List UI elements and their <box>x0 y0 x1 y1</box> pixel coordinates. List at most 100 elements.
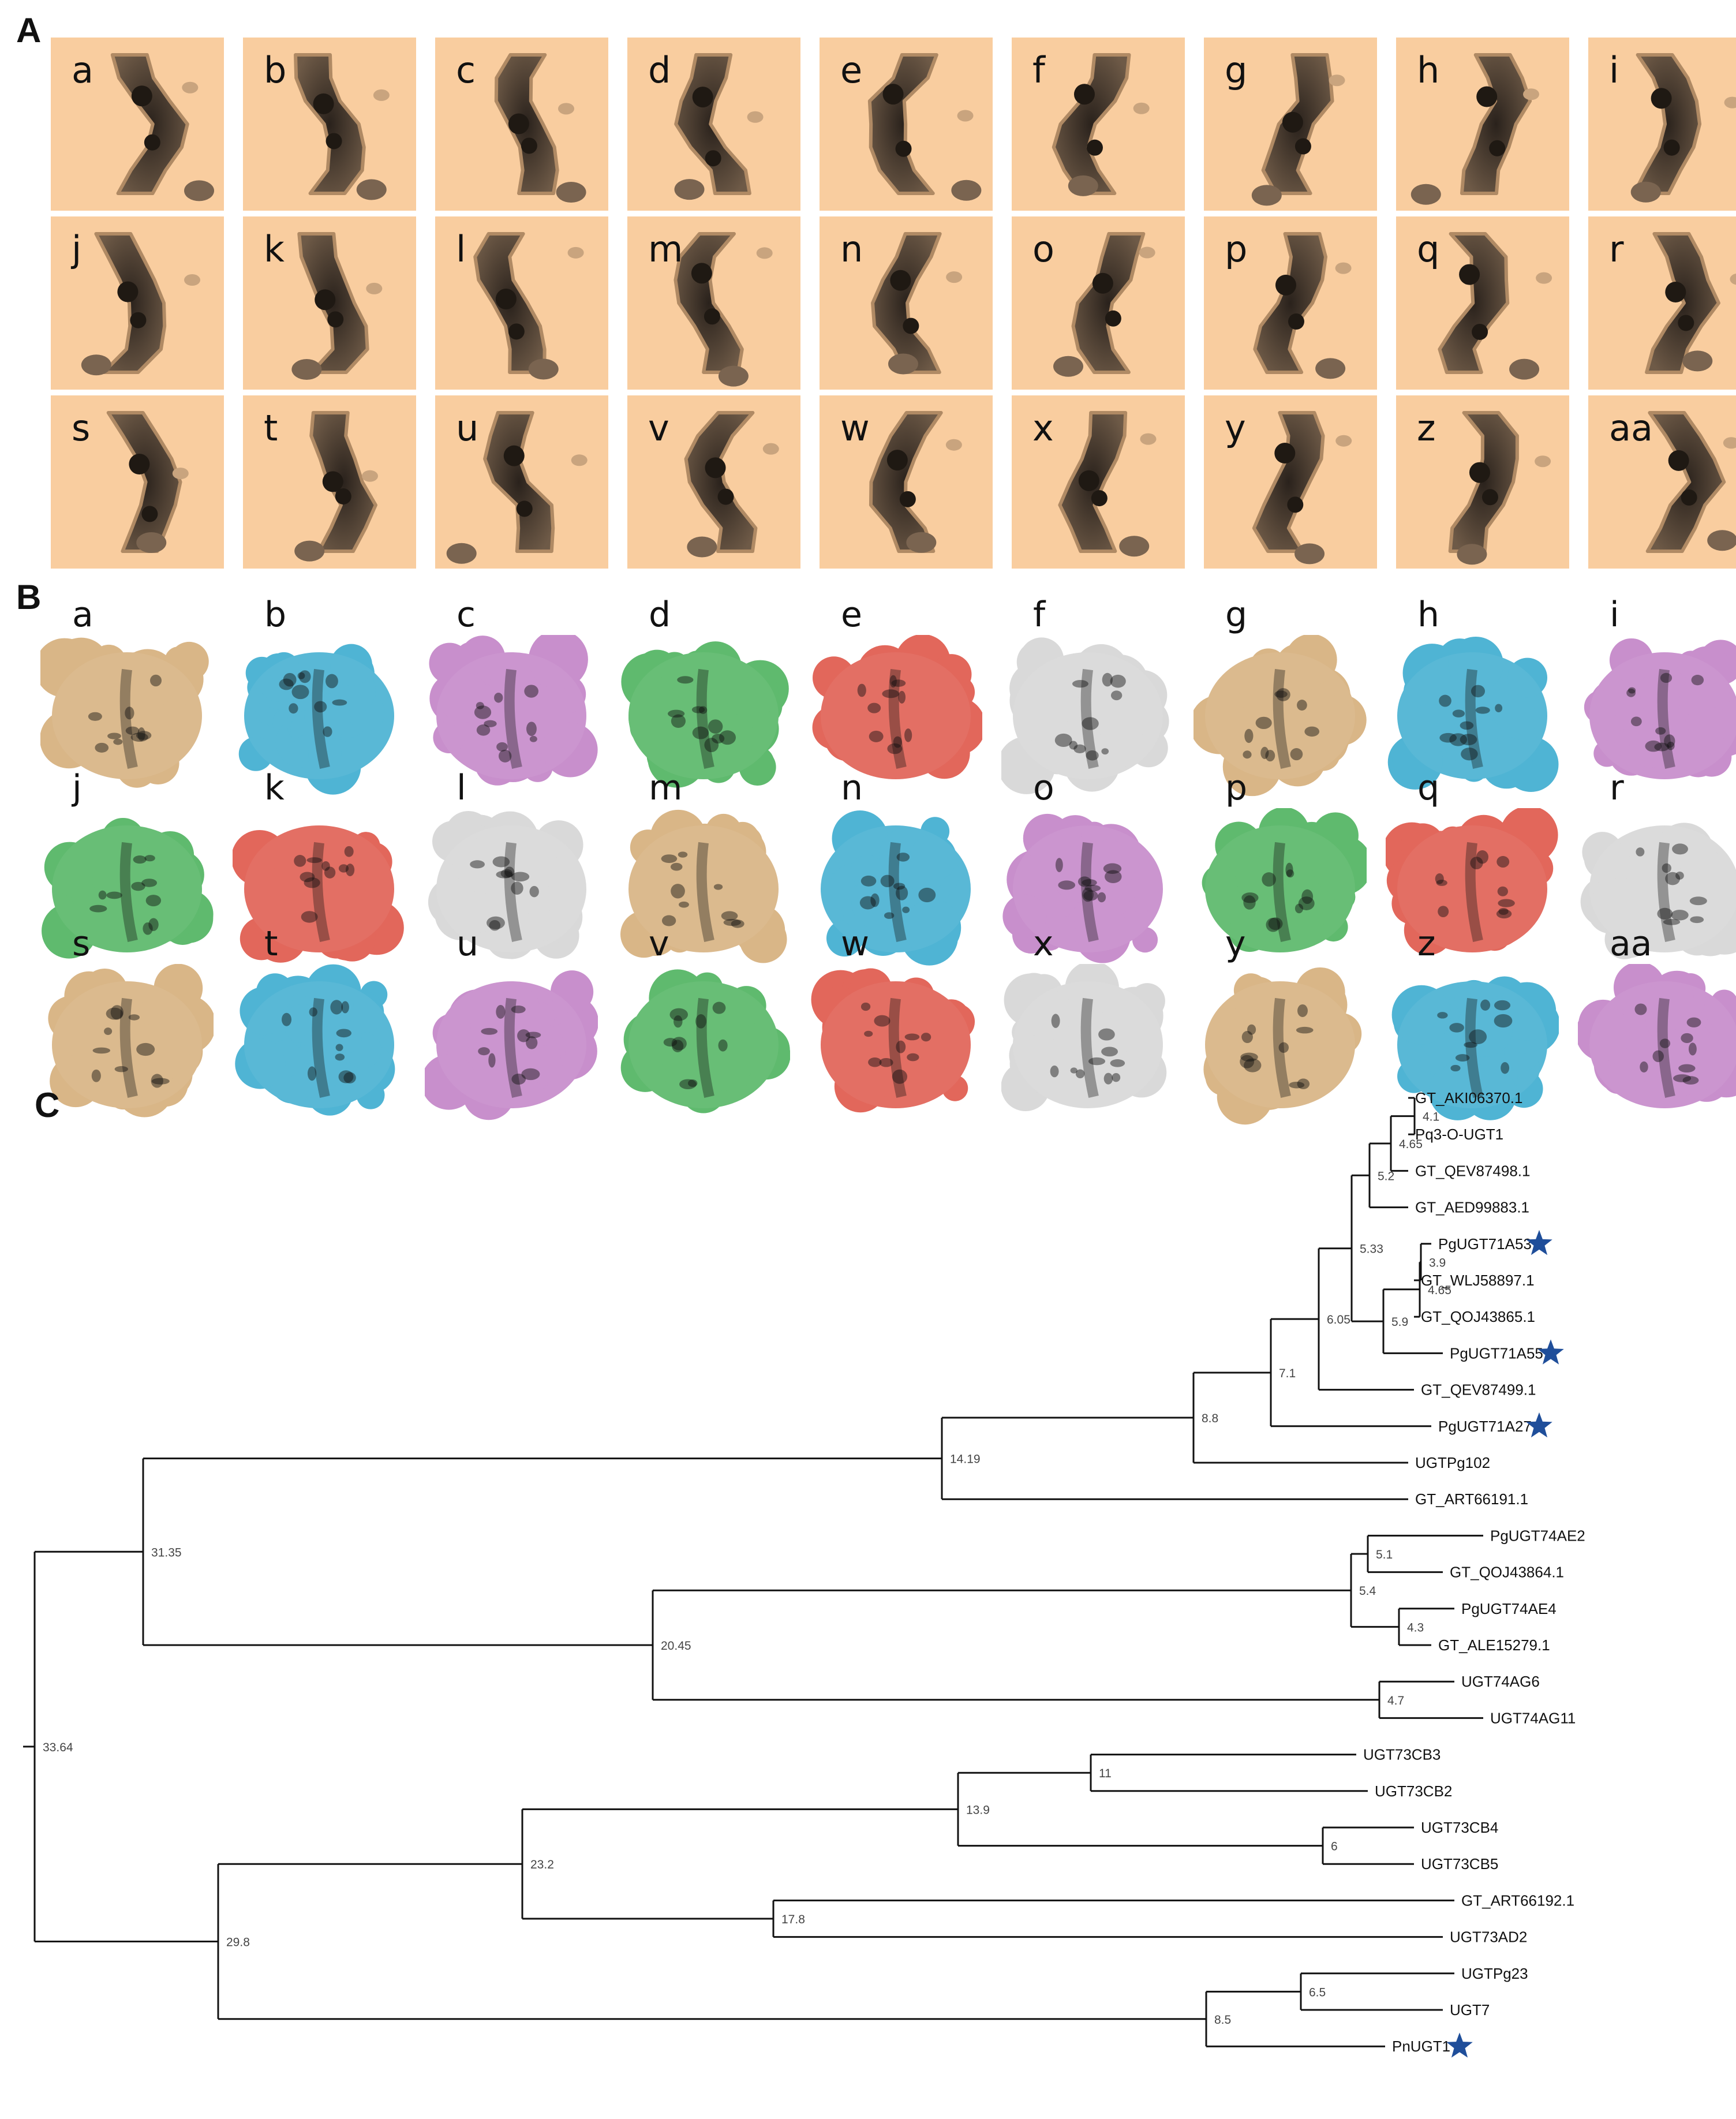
pocket-tile-label: v <box>648 407 669 449</box>
node-support-label: 29.8 <box>226 1936 250 1949</box>
pocket-tile-x: x <box>1012 395 1185 569</box>
pocket-tile-g: g <box>1204 38 1377 211</box>
leaf-label: PgUGT71A53 <box>1438 1235 1532 1253</box>
node-support-label: 6.05 <box>1327 1313 1350 1326</box>
pocket-tile-e: e <box>820 38 993 211</box>
node-support-label: 13.9 <box>966 1803 990 1817</box>
leaf-label: UGT73CB2 <box>1375 1782 1452 1800</box>
protein-label: n <box>841 768 863 808</box>
pocket-tile-label: p <box>1225 228 1248 270</box>
leaf-label: PgUGT74AE2 <box>1490 1527 1585 1544</box>
protein-label: o <box>1033 768 1054 808</box>
panel-a: A a b c <box>0 0 1736 577</box>
leaf-label: UGT74AG11 <box>1490 1709 1576 1726</box>
protein-label: i <box>1610 595 1619 635</box>
leaf-label: UGT73CB4 <box>1421 1819 1498 1836</box>
leaf-label: UGT73AD2 <box>1450 1929 1527 1946</box>
protein-surface-u <box>421 964 599 1126</box>
node-support-label: 5.9 <box>1391 1316 1408 1329</box>
panel-c-letter: C <box>35 1086 60 1124</box>
protein-surface-a <box>35 635 214 797</box>
leaf-label: UGTPg23 <box>1461 1965 1528 1982</box>
pocket-tile-d: d <box>627 38 800 211</box>
pocket-tile-label: w <box>840 407 870 449</box>
node-support-label: 8.5 <box>1214 2013 1231 2027</box>
pocket-tile-label: f <box>1032 49 1045 91</box>
leaf-label: UGT73CB5 <box>1421 1855 1498 1873</box>
pocket-tile-label: aa <box>1609 407 1653 449</box>
leaf-label: PgUGT71A55 <box>1450 1344 1543 1362</box>
pocket-tile-label: j <box>72 228 82 270</box>
pocket-tile-p: p <box>1204 216 1377 390</box>
node-support-label: 5.2 <box>1378 1169 1394 1183</box>
leaf-label: PnUGT1 <box>1392 2038 1450 2055</box>
protein-surface-e <box>809 634 986 797</box>
leaf-label: UGT73CB3 <box>1363 1746 1441 1763</box>
pocket-tile-k: k <box>243 216 416 390</box>
pocket-tile-label: h <box>1417 49 1440 91</box>
pocket-tile-label: r <box>1609 228 1624 270</box>
protein-surface-o <box>1001 808 1174 970</box>
protein-label: r <box>1610 768 1624 808</box>
pocket-tile-label: x <box>1032 407 1054 449</box>
pocket-tile-aa: aa <box>1588 395 1736 569</box>
pocket-tile-q: q <box>1396 216 1569 390</box>
leaf-label: GT_WLJ58897.1 <box>1421 1272 1535 1289</box>
node-support-label: 4.3 <box>1407 1621 1424 1634</box>
pocket-tile-label: g <box>1225 49 1248 91</box>
phylogenetic-tree: 4.14.655.23.94.655.95.336.057.18.814.195… <box>23 1089 1585 2058</box>
protein-label: w <box>841 924 870 964</box>
pocket-tile-a: a <box>51 38 224 211</box>
star-icon <box>1446 2032 1473 2058</box>
node-support-label: 17.8 <box>781 1913 805 1926</box>
node-support-label: 4.65 <box>1428 1284 1451 1297</box>
pocket-tile-label: y <box>1225 407 1246 449</box>
pocket-tile-label: s <box>72 407 91 449</box>
pocket-tile-label: k <box>264 228 285 270</box>
leaf-label: GT_ART66192.1 <box>1461 1892 1574 1909</box>
leaf-label: GT_AKI06370.1 <box>1415 1089 1522 1107</box>
node-support-label: 6 <box>1331 1840 1338 1853</box>
protein-label: m <box>649 768 683 808</box>
pocket-tile-label: l <box>456 228 466 270</box>
protein-label: t <box>264 924 278 964</box>
pocket-tile-label: c <box>456 49 476 91</box>
protein-surface-i <box>1578 635 1736 797</box>
protein-surface-c <box>425 629 598 797</box>
node-support-label: 4.65 <box>1399 1138 1423 1151</box>
pocket-tile-label: u <box>456 407 479 449</box>
pocket-tile-label: e <box>840 49 863 91</box>
protein-surface-m <box>617 808 790 970</box>
panel-b-letter: B <box>16 578 42 616</box>
protein-label: h <box>1417 595 1440 635</box>
protein-label: k <box>264 768 285 808</box>
protein-surface-h <box>1386 635 1559 797</box>
leaf-label: UGT74AG6 <box>1461 1673 1540 1690</box>
pocket-tile-u: u <box>435 395 608 569</box>
pocket-tile-n: n <box>820 216 993 390</box>
leaf-label: GT_QOJ43865.1 <box>1421 1308 1535 1325</box>
pocket-tile-label: z <box>1417 407 1436 449</box>
node-support-label: 33.64 <box>43 1741 73 1754</box>
star-icon <box>1526 1412 1552 1438</box>
protein-surface-x <box>1001 961 1174 1126</box>
pocket-tile-l: l <box>435 216 608 390</box>
pocket-tile-label: q <box>1417 228 1440 270</box>
pocket-tile-v: v <box>627 395 800 569</box>
node-support-label: 5.4 <box>1359 1584 1376 1598</box>
protein-label: q <box>1417 768 1440 808</box>
pocket-tile-label: t <box>264 407 278 449</box>
protein-label: s <box>72 924 91 964</box>
node-support-label: 5.33 <box>1360 1243 1383 1256</box>
protein-label: y <box>1225 924 1246 964</box>
protein-label: z <box>1417 924 1436 964</box>
leaf-label: GT_ART66191.1 <box>1415 1490 1528 1508</box>
protein-label: f <box>1033 595 1046 635</box>
protein-surface-k <box>231 808 406 970</box>
pocket-tile-c: c <box>435 38 608 211</box>
star-icon <box>1537 1339 1564 1365</box>
pocket-tile-label: m <box>648 228 683 270</box>
protein-surface-n <box>809 808 982 970</box>
pocket-tile-z: z <box>1396 395 1569 569</box>
